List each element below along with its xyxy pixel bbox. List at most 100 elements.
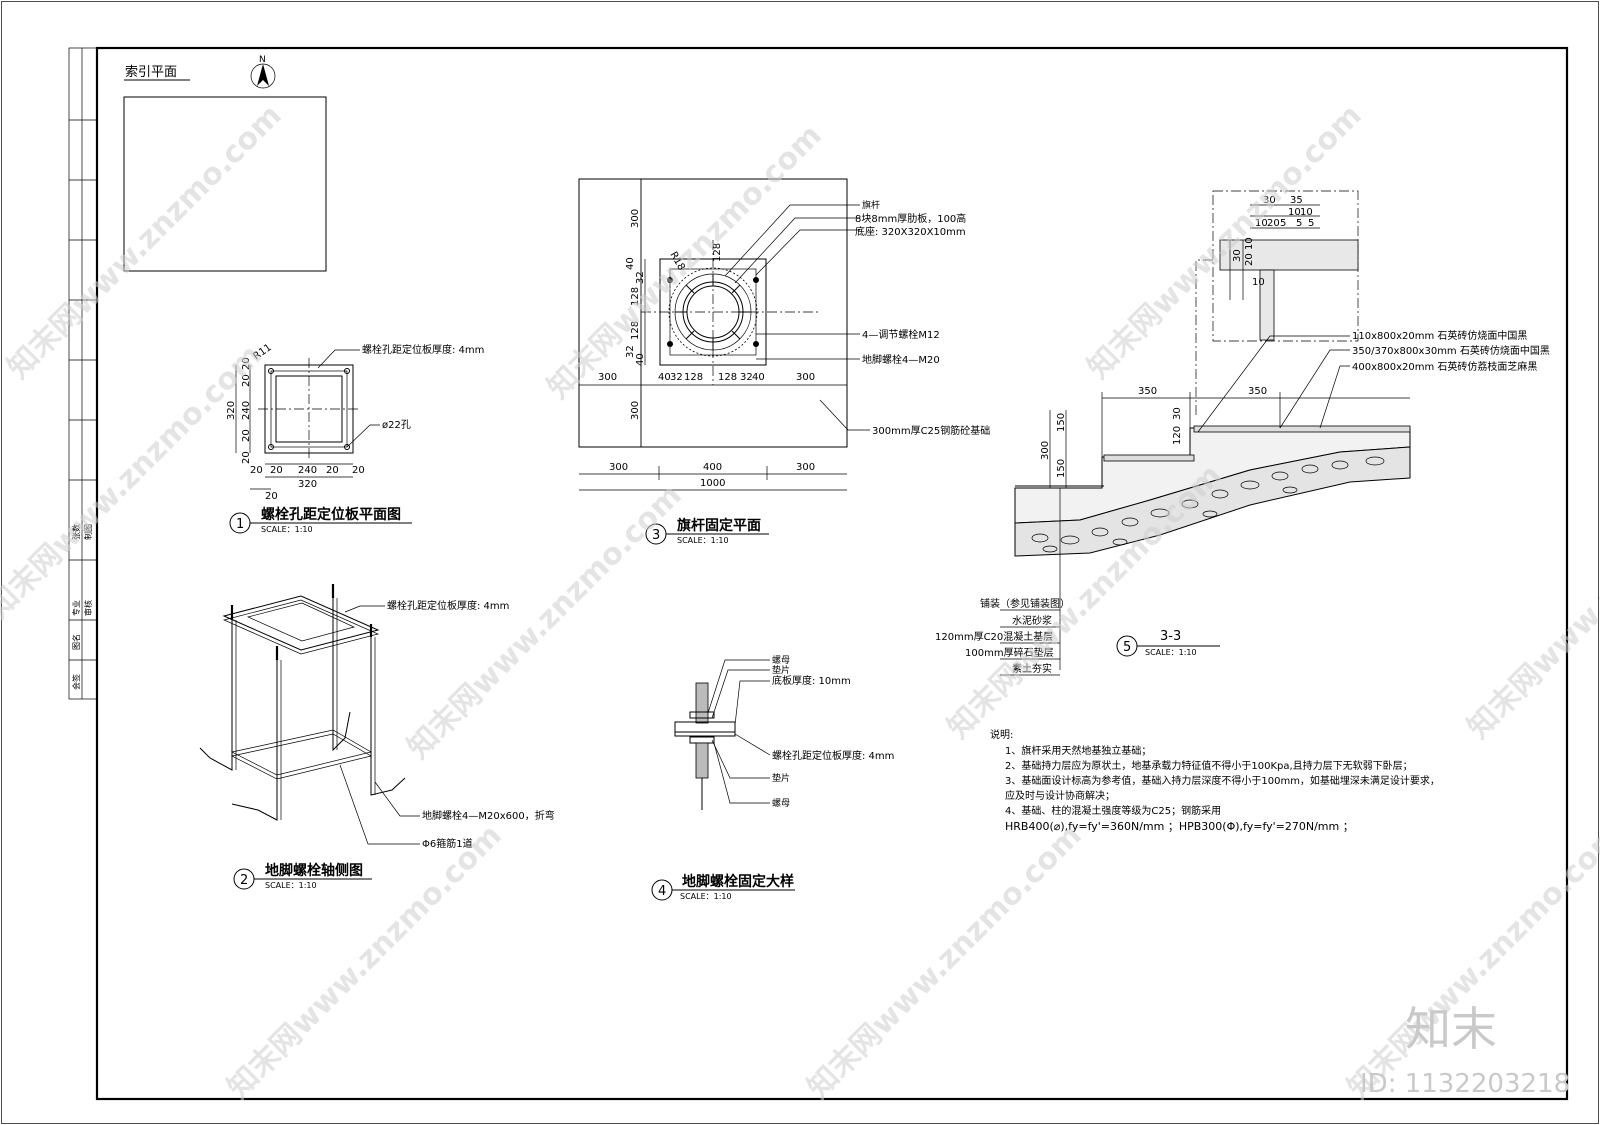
v2-callout-rebar: Φ6箍筋1道 xyxy=(422,837,473,850)
v3-bottom-0: 300 xyxy=(609,462,628,473)
v3-scale: SCALE：1:10 xyxy=(677,536,729,545)
v3-dim-left-4: 128 xyxy=(630,321,641,340)
v3-dim-128-top: 128 xyxy=(712,243,723,262)
v3-row-6: 40 xyxy=(752,372,765,383)
v5-layer-2: 120mm厚C20混凝土基层 xyxy=(935,630,1053,643)
north-label: N xyxy=(259,55,266,65)
v3-bottom-1: 400 xyxy=(703,462,722,473)
v1-scale: SCALE：1:10 xyxy=(261,525,313,534)
v5-number: 5 xyxy=(1123,640,1131,655)
view3-flagpole-plan: 300 40 32 128 128 32 40 300 R18 128 300 … xyxy=(578,178,990,545)
v5-scale: SCALE：1:10 xyxy=(1145,648,1197,657)
v4-callout-2: 底板厚度: 10mm xyxy=(772,674,851,687)
v5-detail-3: 20 xyxy=(1267,218,1280,229)
v5-layer-3: 100mm厚碎石垫层 xyxy=(965,646,1054,659)
view1-plate-plan: 20 20 240 20 20 320 R11 20 20 240 20 20 … xyxy=(226,342,484,534)
v5-dim-left-2: 150 xyxy=(1056,459,1067,478)
v5-detail-1: 35 xyxy=(1290,195,1303,206)
v3-dim-left-6: 40 xyxy=(635,353,646,366)
v5-layer-1: 水泥砂浆 xyxy=(1012,614,1052,627)
v1-dim-h3: 20 xyxy=(326,465,339,476)
v3-row-3: 128 xyxy=(684,372,703,383)
brand-id: ID: 1132203218 xyxy=(1360,1069,1570,1099)
v5-detail-0: 30 xyxy=(1263,195,1276,206)
notes-line-0: 1、旗杆采用天然地基独立基础； xyxy=(1005,744,1151,757)
v1-dim-total-h: 320 xyxy=(298,479,317,490)
v1-dim-v1: 20 xyxy=(241,374,252,387)
notes-line-4: 4、基础、柱的混凝土强度等级为C25；钢筋采用 xyxy=(1005,804,1221,817)
v3-bottom-2: 300 xyxy=(796,462,815,473)
v3-number: 3 xyxy=(652,528,660,543)
v5-layer-0: 铺装（参见铺装图） xyxy=(980,597,1070,610)
title-row-4: 张数 xyxy=(71,524,81,540)
v4-callout-1: 垫片 xyxy=(772,664,790,676)
notes-line-1: 2、基础持力层应为原状土，地基承载力特征值不得小于100Kpa,且持力层下无软弱… xyxy=(1005,759,1413,772)
v1-dim-bottom: 20 xyxy=(265,491,278,502)
v5-callout-2: 400x800x20mm 石英砖仿荔枝面芝麻黑 xyxy=(1352,360,1537,373)
title-block: 专业 图名 会签 张数 制图 审核 xyxy=(68,47,98,700)
index-plan-title: 索引平面 xyxy=(125,65,177,80)
notes-line-2: 3、基础面设计标高为参考值，基础入持力层深度不得小于100mm，如基础埋深未满足… xyxy=(1005,774,1440,787)
v5-dim-top-0: 350 xyxy=(1138,386,1157,397)
v2-callout-plate: 螺栓孔距定位板厚度: 4mm xyxy=(387,599,509,612)
drawing-frame xyxy=(95,46,1569,1101)
v3-callout-pole: 旗杆 xyxy=(862,199,880,211)
v1-dim-v0: 20 xyxy=(241,357,252,370)
view4-bolt-detail: 螺母 垫片 底板厚度: 10mm 螺栓孔距定位板厚度: 4mm 垫片 螺母 4 … xyxy=(651,655,894,901)
v5-detail-6: 10 xyxy=(1300,207,1313,218)
notes-heading: 说明: xyxy=(990,728,1013,741)
v2-callout-bolt: 地脚螺栓4—M20x600，折弯 xyxy=(422,809,555,822)
v3-total: 1000 xyxy=(700,478,725,489)
v3-dim-left-7: 300 xyxy=(630,401,641,420)
view2-anchor-bolt-isometric: 螺栓孔距定位板厚度: 4mm 地脚螺栓4—M20x600，折弯 Φ6箍筋1道 2… xyxy=(199,584,555,890)
v3-callout-ribs: 8块8mm厚肋板，100高 xyxy=(855,212,966,225)
watermark-text: 知末网www.znzmo.com xyxy=(1341,818,1600,1106)
v1-callout-plate: 螺栓孔距定位板厚度: 4mm xyxy=(362,343,484,356)
watermark-text: 知末网www.znzmo.com xyxy=(0,338,269,626)
v1-dim-v3: 240 xyxy=(241,401,252,420)
v4-callout-4: 垫片 xyxy=(772,772,790,784)
v3-dim-left-1: 40 xyxy=(625,257,636,270)
v5-detail-2: 10 xyxy=(1288,207,1301,218)
v5-detail-9: 30 xyxy=(1232,249,1243,262)
v3-row-4: 128 xyxy=(718,372,737,383)
v1-number: 1 xyxy=(236,517,244,532)
v3-row-7: 300 xyxy=(796,372,815,383)
v4-title: 地脚螺栓固定大样 xyxy=(682,873,794,890)
v5-detail-8: 5 xyxy=(1308,218,1314,229)
v4-callout-5: 螺母 xyxy=(772,798,790,809)
v1-dim-h0: 20 xyxy=(250,465,263,476)
notes-line-5: HRB400(⌀),fy=fy'=360N/mm ；HPB300(Φ),fy=f… xyxy=(1005,820,1354,833)
title-row-2: 图名 xyxy=(71,634,81,650)
view5-section-3-3: 30 35 10 10 10 20 5 5 5 30 20 10 10 xyxy=(935,190,1550,676)
v3-row-1: 40 xyxy=(658,372,671,383)
v5-dim-left-1: 150 xyxy=(1056,413,1067,432)
v1-dim-h4: 20 xyxy=(352,465,365,476)
v3-title: 旗杆固定平面 xyxy=(677,517,761,534)
title-row-5: 制图 xyxy=(83,524,93,540)
v1-title: 螺栓孔距定位板平面图 xyxy=(261,506,401,523)
v4-callout-3: 螺栓孔距定位板厚度: 4mm xyxy=(772,749,894,762)
v5-detail-4: 5 xyxy=(1280,218,1286,229)
v5-detail-11: 10 xyxy=(1244,237,1255,250)
v2-number: 2 xyxy=(240,873,248,888)
v1-dim-h1: 20 xyxy=(270,465,283,476)
v5-detail-10: 20 xyxy=(1244,253,1255,266)
gravel-pattern xyxy=(1031,456,1385,553)
v5-layer-4: 素土夯实 xyxy=(1012,662,1052,675)
v3-callout-anchor: 地脚螺栓4—M20 xyxy=(862,353,940,366)
watermark-text: 知末网www.znzmo.com xyxy=(221,818,509,1106)
v1-dim-h2: 240 xyxy=(298,465,317,476)
v3-callout-base: 底座: 320X320X10mm xyxy=(855,225,966,238)
title-row-1: 专业 xyxy=(71,600,81,616)
v5-dim-top-1: 350 xyxy=(1248,386,1267,397)
v3-dim-left-5: 32 xyxy=(625,345,636,358)
watermark-text: 知末网www.znzmo.com xyxy=(401,478,689,766)
v3-dim-left-3: 128 xyxy=(630,287,641,306)
title-row-6: 审核 xyxy=(83,600,93,616)
v5-dim-step: 120 xyxy=(1172,426,1183,445)
v3-dim-left-2: 32 xyxy=(635,271,646,284)
v5-dim-left-0: 300 xyxy=(1040,441,1051,460)
v3-row-0: 300 xyxy=(598,372,617,383)
